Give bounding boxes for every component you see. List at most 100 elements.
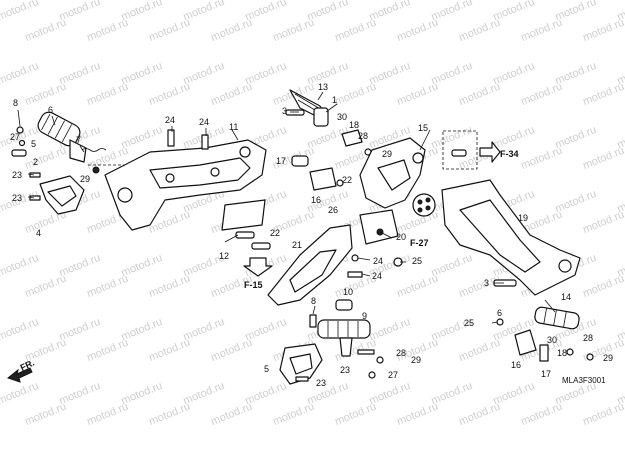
diagram-code: MLA3F3001	[562, 376, 606, 385]
callout-22: 22	[270, 228, 280, 238]
watermark-text: motod.ru	[519, 401, 564, 428]
watermark-text: motod.ru	[147, 273, 192, 300]
watermark-text: motod.ru	[519, 17, 564, 44]
lower-heel-guard-part	[279, 343, 323, 385]
callout-numbers: 8 6 27 5 7 2 29 23 23 4 24 24 11 22 12 1…	[10, 82, 613, 388]
watermark-text: motod.ru	[0, 316, 40, 343]
lower-footpeg-part	[317, 299, 371, 357]
watermark-text: motod.ru	[85, 337, 130, 364]
callout-13: 13	[318, 82, 328, 92]
plate-part	[359, 209, 399, 245]
callout-6: 6	[497, 308, 502, 318]
watermark-text: motod.ru	[23, 17, 68, 44]
right-rider-footpeg-part	[534, 306, 580, 330]
watermark-text: motod.ru	[615, 316, 625, 343]
watermark-text: motod.ru	[271, 17, 316, 44]
watermark-text: motod.ru	[395, 401, 440, 428]
ref-f34: F-34	[500, 149, 519, 159]
watermark-text: motod.ru	[23, 81, 68, 108]
right-pillion-footpeg-part	[289, 89, 329, 127]
watermark-text: motod.ru	[395, 17, 440, 44]
watermark-text: motod.ru	[85, 81, 130, 108]
callout-29: 29	[411, 355, 421, 365]
callout-3: 3	[282, 106, 287, 116]
watermark-text: motod.ru	[615, 124, 625, 151]
watermark-text: motod.ru	[581, 401, 625, 428]
callout-24: 24	[199, 117, 209, 127]
watermark-text: motod.ru	[209, 17, 254, 44]
left-bracket-part	[104, 139, 267, 231]
callout-23: 23	[340, 365, 350, 375]
callout-28: 28	[396, 348, 406, 358]
callout-3: 3	[484, 278, 489, 288]
callout-15: 15	[418, 123, 428, 133]
callout-28: 28	[583, 333, 593, 343]
watermark-text: motod.ru	[581, 81, 625, 108]
callout-5: 5	[264, 364, 269, 374]
callout-20: 20	[396, 232, 406, 242]
callout-21: 21	[292, 240, 302, 250]
watermark-text: motod.ru	[519, 145, 564, 172]
watermark-text: motod.ru	[23, 401, 68, 428]
watermark-text: motod.ru	[615, 0, 625, 23]
f15-ref-arrow	[243, 257, 273, 277]
callout-19: 19	[518, 213, 528, 223]
watermark-text: motod.ru	[85, 273, 130, 300]
callout-17: 17	[541, 369, 551, 379]
callout-29: 29	[382, 149, 392, 159]
watermark-text: motod.ru	[209, 81, 254, 108]
callout-8: 8	[311, 296, 316, 306]
callout-28: 28	[358, 131, 368, 141]
callout-9: 9	[362, 311, 367, 321]
callout-23: 23	[316, 378, 326, 388]
watermark-text: motod.ru	[0, 252, 40, 279]
ref-f15: F-15	[244, 280, 263, 290]
left-heel-guard-part	[39, 175, 85, 215]
callout-7: 7	[76, 135, 81, 145]
watermark-text: motod.ru	[581, 209, 625, 236]
watermark-text: motod.ru	[209, 401, 254, 428]
watermark-text: motod.ru	[615, 380, 625, 407]
callout-6: 6	[48, 105, 53, 115]
callout-25: 25	[464, 318, 474, 328]
callout-8: 8	[13, 98, 18, 108]
f34-ref-arrow	[479, 141, 501, 163]
callout-18: 18	[349, 120, 359, 130]
watermark-text: motod.ru	[147, 401, 192, 428]
center-heel-plate-part	[267, 224, 353, 306]
watermark-text: motod.ru	[395, 273, 440, 300]
callout-2: 2	[33, 157, 38, 167]
watermark-text: motod.ru	[209, 337, 254, 364]
watermark-text: motod.ru	[271, 401, 316, 428]
watermark-text: motod.ru	[333, 81, 378, 108]
watermark-text: motod.ru	[0, 380, 40, 407]
callout-27: 27	[388, 370, 398, 380]
watermark-text: motod.ru	[457, 81, 502, 108]
watermark-text: motod.ru	[581, 17, 625, 44]
watermark-text: motod.ru	[333, 17, 378, 44]
watermark-text: motod.ru	[85, 401, 130, 428]
callout-16: 16	[511, 360, 521, 370]
callout-25: 25	[412, 256, 422, 266]
right-pillion-bracket-part	[441, 179, 581, 296]
watermark-text: motod.ru	[147, 337, 192, 364]
callout-23: 23	[12, 193, 22, 203]
watermark-text: motod.ru	[147, 17, 192, 44]
callout-14: 14	[561, 292, 571, 302]
callout-26: 26	[328, 205, 338, 215]
watermark-text: motod.ru	[615, 188, 625, 215]
watermark-text: motod.ru	[519, 81, 564, 108]
watermark-text: motod.ru	[147, 81, 192, 108]
watermark-text: motod.ru	[457, 401, 502, 428]
watermark-text: motod.ru	[615, 60, 625, 87]
watermark-text: motod.ru	[23, 145, 68, 172]
callout-11: 11	[229, 122, 238, 132]
callout-16: 16	[311, 195, 321, 205]
watermark-text: motod.ru	[457, 337, 502, 364]
watermark-text: motod.ru	[457, 17, 502, 44]
callout-30: 30	[337, 112, 347, 122]
front-direction-arrow	[6, 367, 33, 383]
callout-30: 30	[547, 335, 557, 345]
